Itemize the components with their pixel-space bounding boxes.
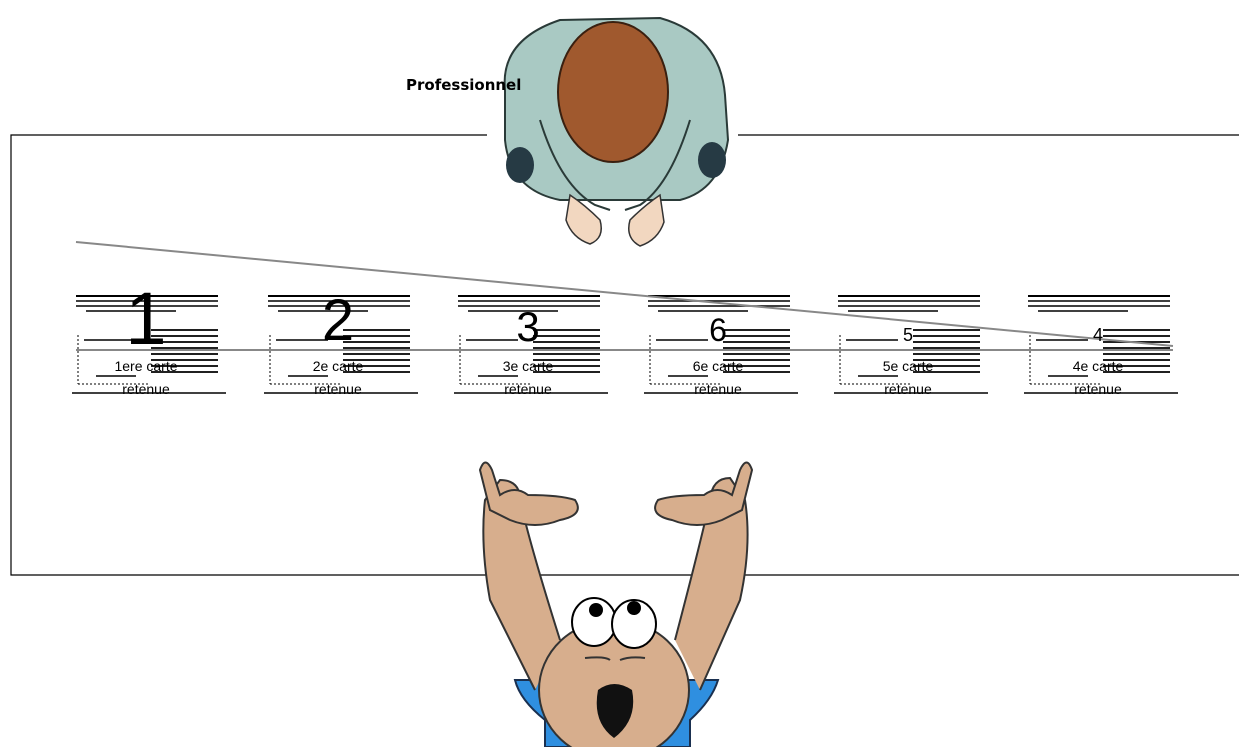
card-stack-5 [834, 295, 988, 394]
professional-label: Professionnel [406, 76, 522, 94]
card-caption-line1: 5e carte [882, 358, 934, 374]
card-number-2: 2 [321, 288, 355, 353]
card-caption-line1: 4e carte [1072, 358, 1124, 374]
card-stack-6 [1024, 295, 1178, 394]
card-caption-line2: retenue [122, 381, 170, 397]
card-caption-1: 1ere carte retenue [86, 355, 206, 401]
card-caption-line1: 2e carte [312, 358, 364, 374]
card-caption-4: 6e carte retenue [658, 355, 778, 401]
card-caption-6: 4e carte retenue [1038, 355, 1158, 401]
slope-line [75, 241, 1174, 347]
card-stack-1 [72, 295, 226, 394]
card-caption-3: 3e carte retenue [468, 355, 588, 401]
card-caption-line2: retenue [884, 381, 932, 397]
card-stack-4 [644, 295, 798, 394]
card-caption-2: 2e carte retenue [278, 355, 398, 401]
card-caption-line1: 6e carte [692, 358, 744, 374]
card-stack-3 [454, 295, 608, 394]
card-caption-line2: retenue [314, 381, 362, 397]
card-stack-2 [264, 295, 418, 394]
cards-layer [72, 295, 1178, 394]
table-outline [10, 134, 1239, 576]
card-caption-line2: retenue [504, 381, 552, 397]
card-number-3: 3 [516, 303, 540, 350]
client-person-icon [478, 461, 754, 747]
card-number-4: 6 [709, 312, 727, 348]
card-caption-line1: 3e carte [502, 358, 554, 374]
professional-person-icon [503, 16, 730, 247]
card-caption-5: 5e carte retenue [848, 355, 968, 401]
card-number-6: 4 [1092, 325, 1104, 345]
card-number-1: 1 [125, 277, 167, 360]
card-caption-line2: retenue [1074, 381, 1122, 397]
card-number-5: 5 [902, 325, 914, 345]
card-caption-line2: retenue [694, 381, 742, 397]
card-caption-line1: 1ere carte [114, 358, 178, 374]
